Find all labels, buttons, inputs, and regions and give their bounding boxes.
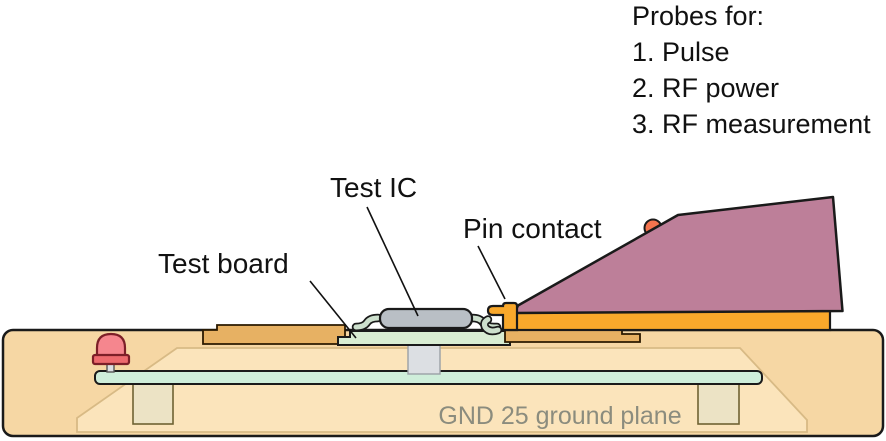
label-test-ic: Test IC: [330, 172, 417, 203]
label-pin-contact: Pin contact: [463, 213, 602, 244]
ic-pedestal: [407, 344, 441, 375]
pin-contact: [486, 301, 519, 332]
probes-list-item-2: 2. RF power: [632, 73, 779, 103]
support-block-right: [697, 381, 740, 425]
probes-list-item-3: 3. RF measurement: [632, 109, 871, 139]
contact-finger: [481, 317, 501, 334]
copper-pad-left: [202, 324, 346, 345]
probes-list-title: Probes for:: [632, 1, 764, 31]
ic-lead-left: [353, 315, 381, 330]
support-block-left: [132, 381, 174, 425]
ground-plane-region: [76, 347, 808, 433]
probes-list-item-1: 1. Pulse: [632, 37, 730, 67]
leader-line-test-ic: [366, 206, 419, 317]
label-test-board: Test board: [158, 248, 289, 279]
ground-plane-label: GND 25 ground plane: [438, 402, 681, 430]
leader-line-test-board: [309, 280, 357, 339]
leader-line-pin-contact: [477, 245, 506, 300]
test-board: [337, 330, 511, 346]
test-ic-body: [378, 307, 474, 330]
led-flange: [91, 353, 131, 366]
led-dome: [95, 332, 127, 358]
